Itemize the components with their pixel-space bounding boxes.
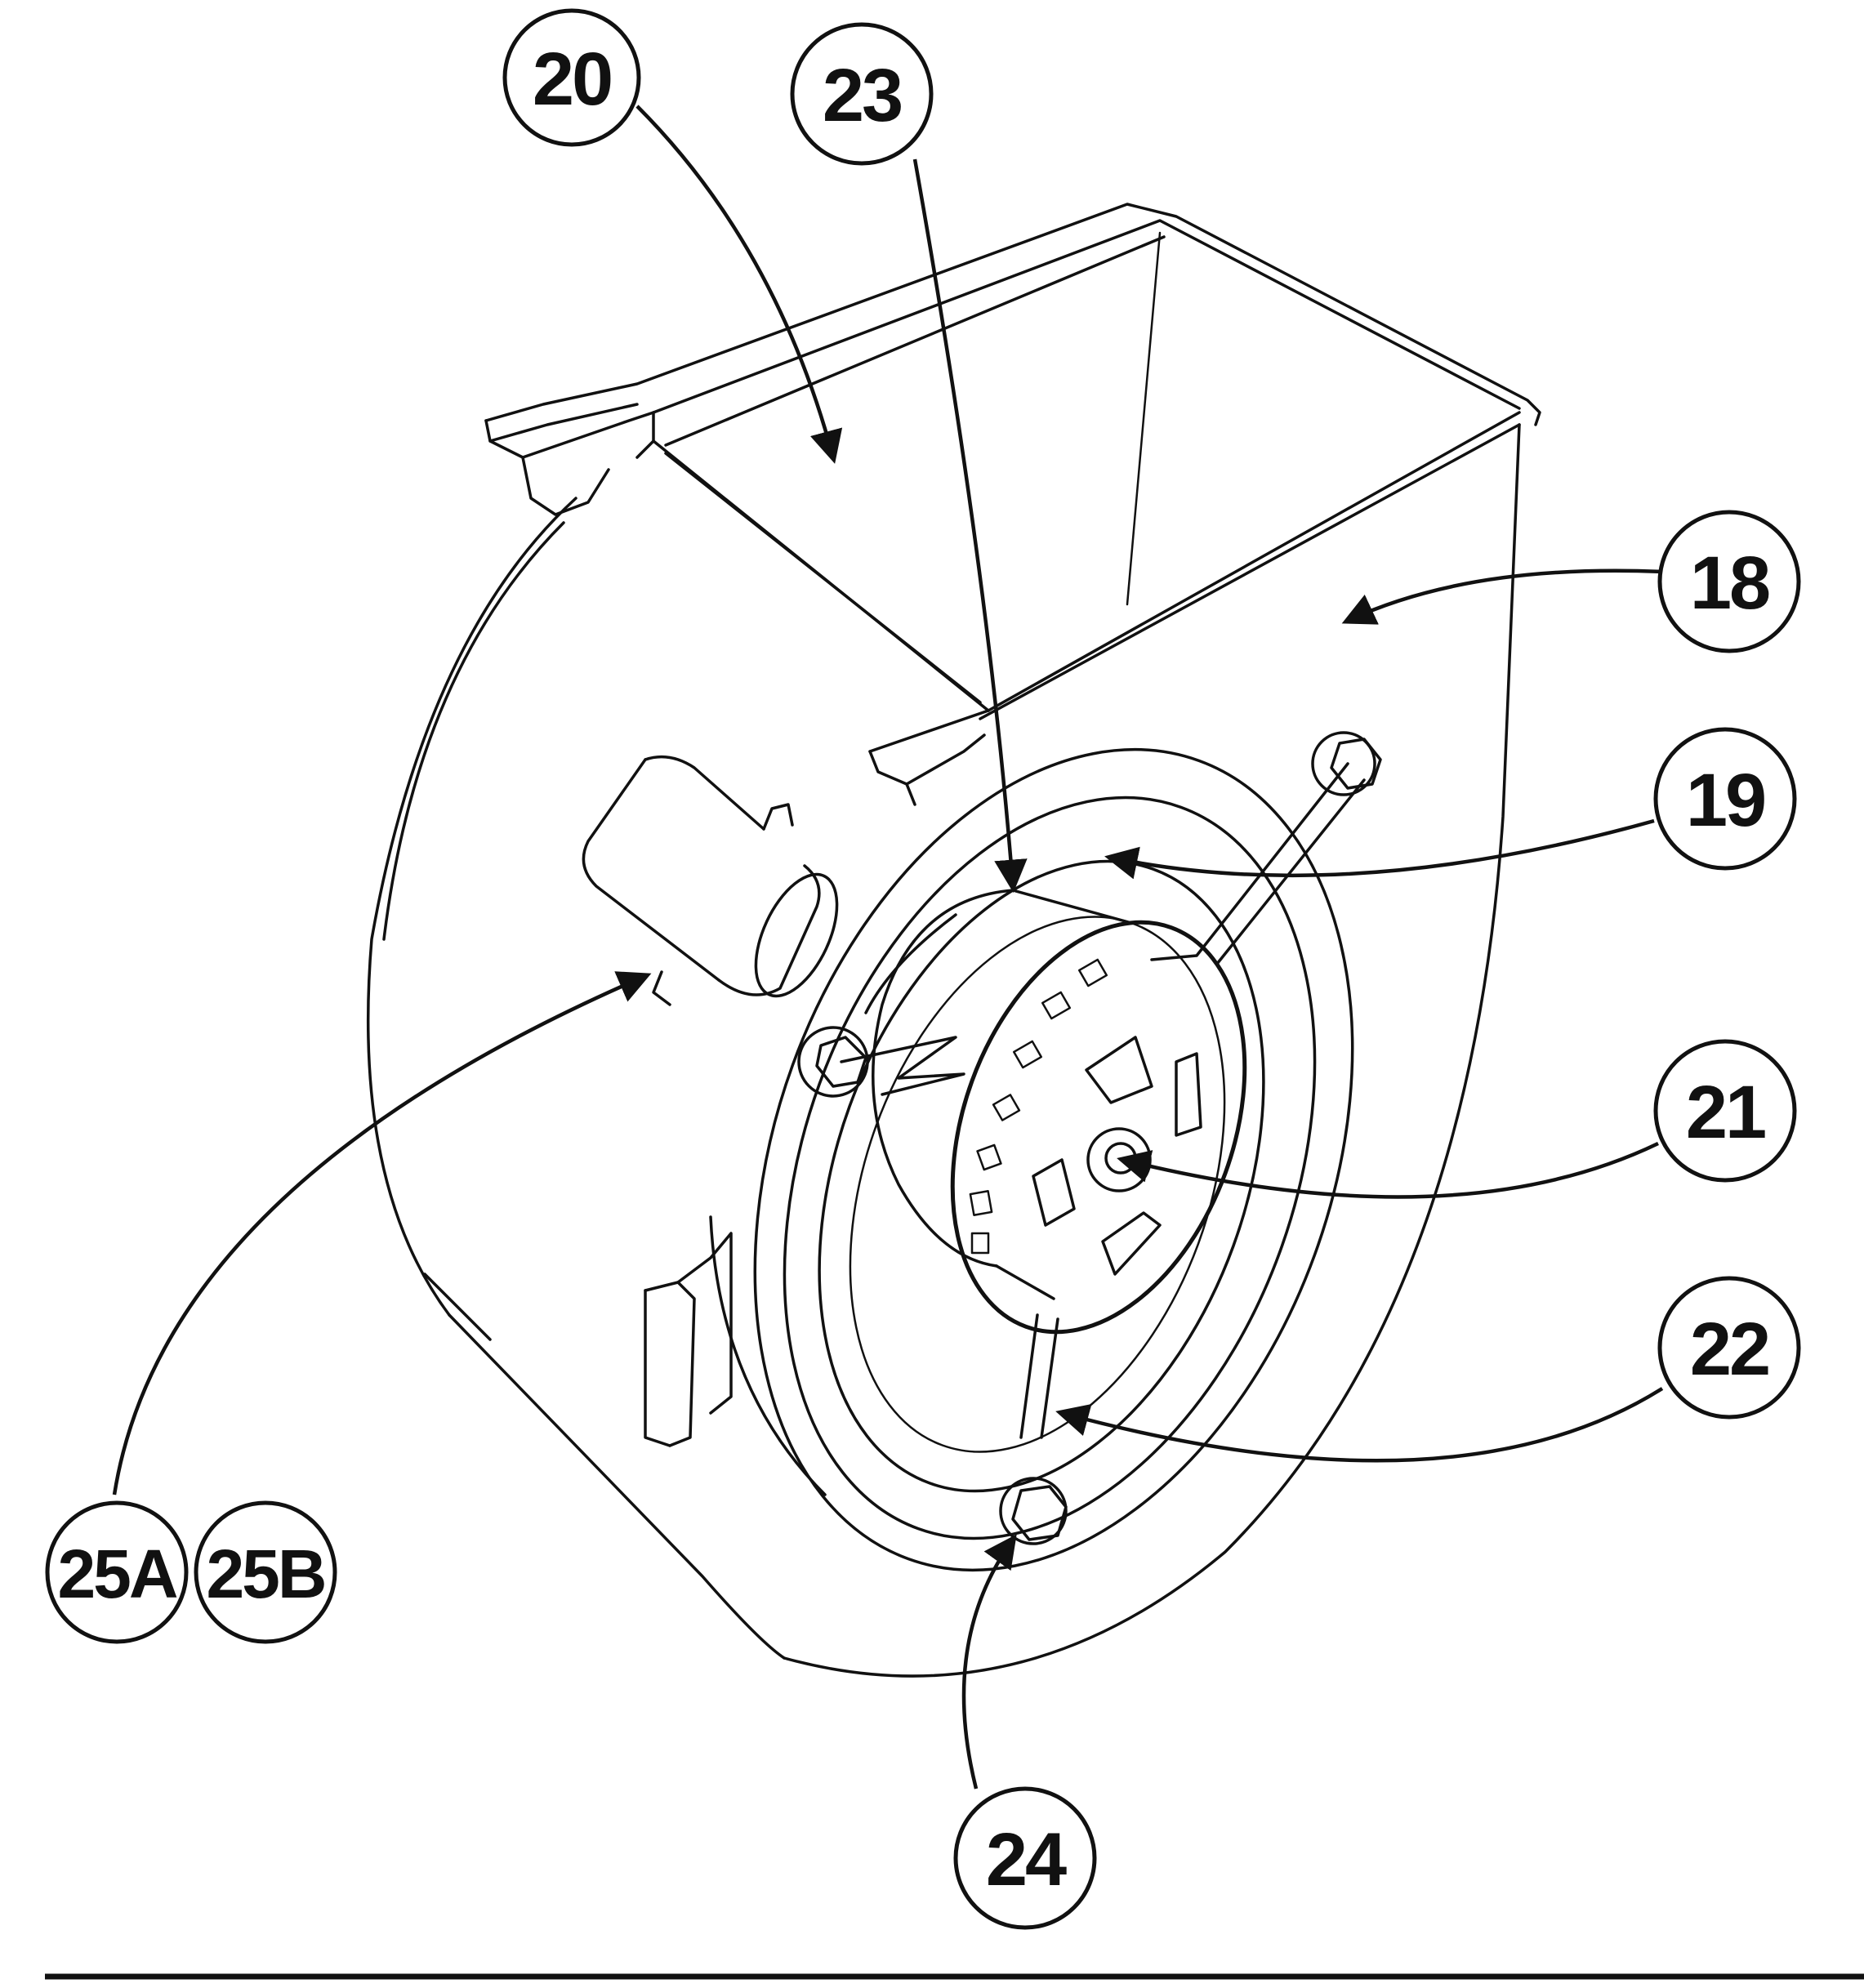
capacitor: [582, 755, 839, 1006]
callout-label-20: 20: [533, 38, 611, 121]
blower-housing: [366, 203, 1541, 1678]
leader-25: [112, 971, 652, 1495]
blower-motor: [872, 889, 1247, 1335]
callout-18: 18: [1657, 510, 1801, 653]
callout-25a: 25A: [45, 1500, 189, 1644]
callout-19: 19: [1653, 727, 1797, 871]
callout-24: 24: [953, 1786, 1097, 1930]
leader-22: [1055, 1387, 1664, 1463]
callout-label-18: 18: [1690, 542, 1769, 625]
callout-20: 20: [502, 8, 641, 147]
control-bracket: [644, 1232, 733, 1447]
leader-18: [1341, 568, 1663, 625]
callout-label-25a: 25A: [57, 1536, 176, 1612]
callout-21: 21: [1653, 1039, 1797, 1183]
callout-22: 22: [1657, 1276, 1801, 1420]
callout-label-21: 21: [1686, 1071, 1765, 1154]
callout-label-19: 19: [1686, 759, 1764, 842]
callout-25b: 25B: [194, 1500, 337, 1644]
motor-mount: [797, 731, 1382, 1545]
callout-label-24: 24: [986, 1818, 1067, 1901]
leader-24: [961, 1534, 1017, 1790]
blower-wheel: [709, 747, 1354, 1572]
leader-23: [912, 158, 1028, 894]
leader-20: [635, 105, 843, 464]
callout-label-25b: 25B: [206, 1536, 324, 1612]
leader-21: [1117, 1141, 1659, 1199]
callout-label-23: 23: [823, 54, 901, 137]
leader-19: [1104, 818, 1655, 880]
leader-lines: [112, 105, 1664, 1790]
callout-label-22: 22: [1690, 1308, 1768, 1391]
callout-23: 23: [790, 22, 934, 166]
